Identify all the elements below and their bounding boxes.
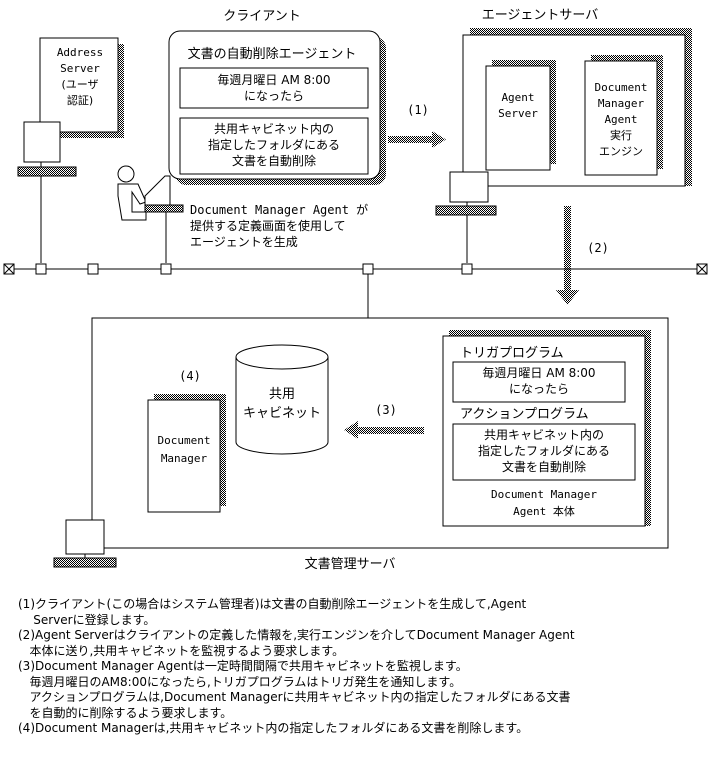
engine-label-5: エンジン (599, 145, 643, 158)
action-line-3: 文書を自動削除 (502, 459, 586, 474)
cabinet-label-1: 共用 (269, 387, 295, 402)
client-condition-line-1: 毎週月曜日 AM 8:00 (217, 72, 330, 87)
explanation-notes: (1)クライアント(この場合はシステム管理者)は文書の自動削除エージェントを生成… (18, 597, 698, 737)
agent-server-computer-icon (435, 171, 497, 263)
trigger-program-title: トリガプログラム (460, 346, 564, 361)
engine-label-1: Document (595, 81, 648, 94)
action-line-2: 指定したフォルダにある (478, 443, 610, 458)
document-manager-label-1: Document (158, 434, 211, 447)
client-caption-line-1: Document Manager Agent が (190, 202, 368, 217)
shared-cabinet-cylinder-icon: 共用 キャビネット (235, 344, 329, 455)
agent-server-label-2: Server (498, 107, 538, 120)
client-agent-definition-window: 文書の自動削除エージェント 毎週月曜日 AM 8:00 になったら 共用キャビネ… (168, 30, 386, 185)
agent-server-machine: Agent Server Document Manager Agent 実行 エ… (462, 28, 692, 187)
step-4-label: (4) (179, 369, 201, 383)
agent-body-label-1: Document Manager (491, 488, 597, 501)
document-manager-label-2: Manager (161, 452, 208, 465)
note-2: (2)Agent Serverはクライアントの定義した情報を,実行エンジンを介し… (18, 628, 575, 658)
note-3: (3)Document Manager Agentは一定時間間隔で共用キャビネッ… (18, 659, 571, 720)
address-server-label-2: Server (60, 62, 100, 75)
document-server-frame (91, 317, 669, 549)
agent-definition-title: 文書の自動削除エージェント (188, 47, 357, 62)
cabinet-label-2: キャビネット (243, 406, 321, 421)
trigger-line-1: 毎週月曜日 AM 8:00 (482, 365, 595, 380)
step-2-label: (2) (587, 241, 609, 255)
step-3-arrow (344, 421, 424, 439)
address-server-label-3: (ユーザ (61, 78, 98, 91)
trigger-line-2: になったら (509, 382, 569, 396)
address-server: Address Server (ユーザ 認証) (39, 37, 124, 138)
note-4: (4)Document Managerは,共用キャビネット内の指定したフォルダに… (18, 721, 529, 735)
client-action-line-1: 共用キャビネット内の (214, 122, 334, 136)
step-2-arrow (556, 206, 579, 305)
agent-server-machine-title: エージェントサーバ (482, 8, 599, 23)
engine-label-3: Agent (604, 113, 637, 126)
network-bus (3, 263, 708, 318)
address-server-computer-icon (17, 121, 77, 263)
client-action-line-2: 指定したフォルダにある (208, 137, 340, 152)
agent-server-label-1: Agent (501, 91, 534, 104)
step-3-label: (3) (375, 403, 397, 417)
agent-body-label-2: Agent 本体 (513, 504, 575, 518)
client-action-line-3: 文書を自動削除 (232, 153, 316, 168)
client-title: クライアント (223, 9, 300, 24)
client-condition-line-2: になったら (244, 89, 304, 103)
step-1-arrow (388, 131, 446, 148)
document-manager-box: Document Manager (147, 394, 226, 513)
address-server-label-4: 認証) (67, 93, 93, 107)
agent-body-box: トリガプログラム 毎週月曜日 AM 8:00 になったら アクションプログラム … (442, 330, 651, 527)
action-line-1: 共用キャビネット内の (484, 428, 604, 442)
document-server-computer-icon (53, 519, 117, 568)
client-computer-icon (144, 175, 184, 263)
engine-label-2: Manager (598, 97, 645, 110)
address-server-label-1: Address (57, 46, 103, 59)
system-diagram: Address Server (ユーザ 認証) クライアント 文書の自動削除エー… (3, 8, 708, 572)
client-caption-line-3: エージェントを生成 (190, 235, 298, 249)
action-program-title: アクションプログラム (460, 407, 589, 422)
user-icon (117, 165, 147, 221)
note-1: (1)クライアント(この場合はシステム管理者)は文書の自動削除エージェントを生成… (18, 597, 527, 627)
engine-label-4: 実行 (610, 128, 632, 142)
step-1-label: (1) (407, 103, 429, 117)
document-server-title: 文書管理サーバ (305, 557, 396, 572)
client-caption-line-2: 提供する定義画面を使用して (190, 218, 346, 233)
